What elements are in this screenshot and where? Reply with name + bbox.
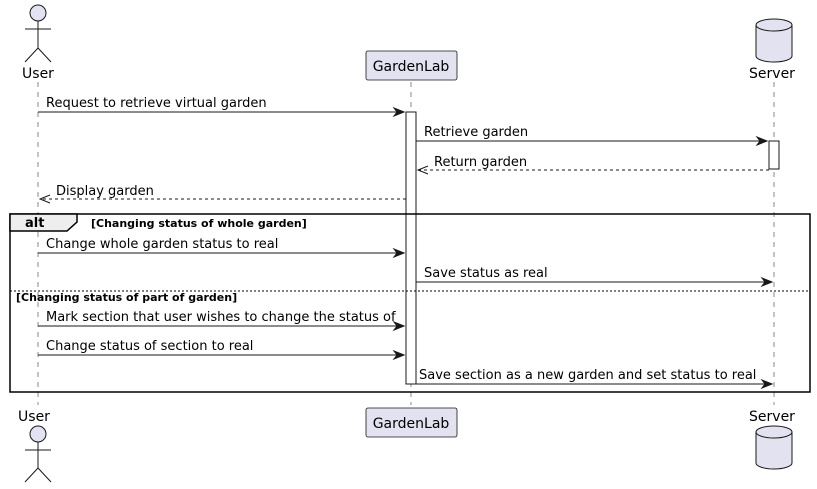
message-label: Display garden [56,184,154,199]
participant-label-user: User [22,66,54,82]
message-1: Request to retrieve virtual garden [38,96,406,118]
arrowhead-icon [392,349,406,361]
alt-keyword: alt [25,216,44,231]
message-7: Mark section that user wishes to change … [38,310,406,332]
participant-box [365,407,458,438]
arrowhead-icon [392,320,406,332]
message-label: Retrieve garden [424,125,528,140]
participant-label-gardenlab: GardenLab [373,416,450,432]
alt-fragment: alt [Changing status of whole garden] [C… [9,213,811,393]
message-label: Change status of section to real [46,339,253,354]
arrowhead-icon [760,378,774,390]
message-9: Save section as a new garden and set sta… [416,368,774,390]
message-label: Request to retrieve virtual garden [46,96,267,111]
message-label: Return garden [434,155,527,170]
participant-label-user: User [18,409,50,425]
message-label: Save section as a new garden and set sta… [419,368,756,383]
participant-label-server: Server [749,66,795,82]
database-icon [755,425,793,470]
gardenlab-activation [405,111,417,385]
message-label: Change whole garden status to real [46,237,278,252]
user-actor-bottom: User [18,409,52,483]
message-2: Retrieve garden [416,125,769,147]
server-activation [768,140,780,170]
server-database-top: Server [749,18,795,82]
message-5: Change whole garden status to real [38,237,406,259]
arrowhead-icon [755,135,769,147]
gardenlab-participant-bottom: GardenLab [365,407,458,438]
database-icon [755,18,793,63]
open-arrowhead-icon [38,194,51,204]
gardenlab-participant-top: GardenLab [365,50,458,81]
message-label: Save status as real [424,266,548,281]
message-3: Return garden [416,155,769,175]
alt-condition-2: [Changing status of part of garden] [16,291,237,304]
arrowhead-icon [392,106,406,118]
alt-frame [9,213,811,393]
user-actor-icon [24,4,52,63]
message-label: Mark section that user wishes to change … [46,310,396,325]
user-actor-top: User [22,4,54,82]
server-database-bottom: Server [749,409,795,470]
participant-box [365,50,458,81]
alt-tab [9,213,78,232]
participant-label-server: Server [749,409,795,425]
message-8: Change status of section to real [38,339,406,361]
participant-label-gardenlab: GardenLab [373,59,450,75]
arrowhead-icon [760,276,774,288]
message-4: Display garden [38,184,406,204]
user-actor-icon [24,425,52,483]
open-arrowhead-icon [416,165,429,175]
arrowhead-icon [392,247,406,259]
message-6: Save status as real [416,266,774,288]
alt-condition-1: [Changing status of whole garden] [91,217,307,230]
